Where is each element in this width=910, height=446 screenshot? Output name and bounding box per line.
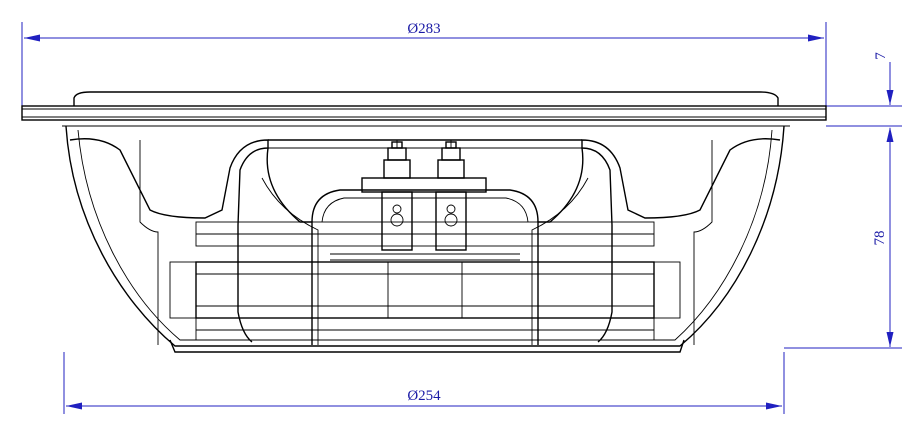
flange-height-label: 7: [873, 52, 889, 60]
body-depth-label: 78: [872, 231, 888, 246]
mounting-flange: [21, 91, 827, 121]
top-diameter-label: Ø283: [407, 21, 440, 37]
terminal-housing: [311, 177, 539, 261]
body-depth-dimension: 78: [784, 128, 902, 349]
magnet-assembly: [169, 221, 681, 341]
terminal-right: [435, 140, 467, 251]
top-diameter-dimension: Ø283: [21, 21, 827, 112]
flange-height-dimension: 7: [826, 52, 902, 142]
terminal-left: [381, 140, 413, 251]
bottom-diameter-label: Ø254: [407, 388, 441, 404]
bottom-diameter-dimension: Ø254: [63, 352, 785, 414]
